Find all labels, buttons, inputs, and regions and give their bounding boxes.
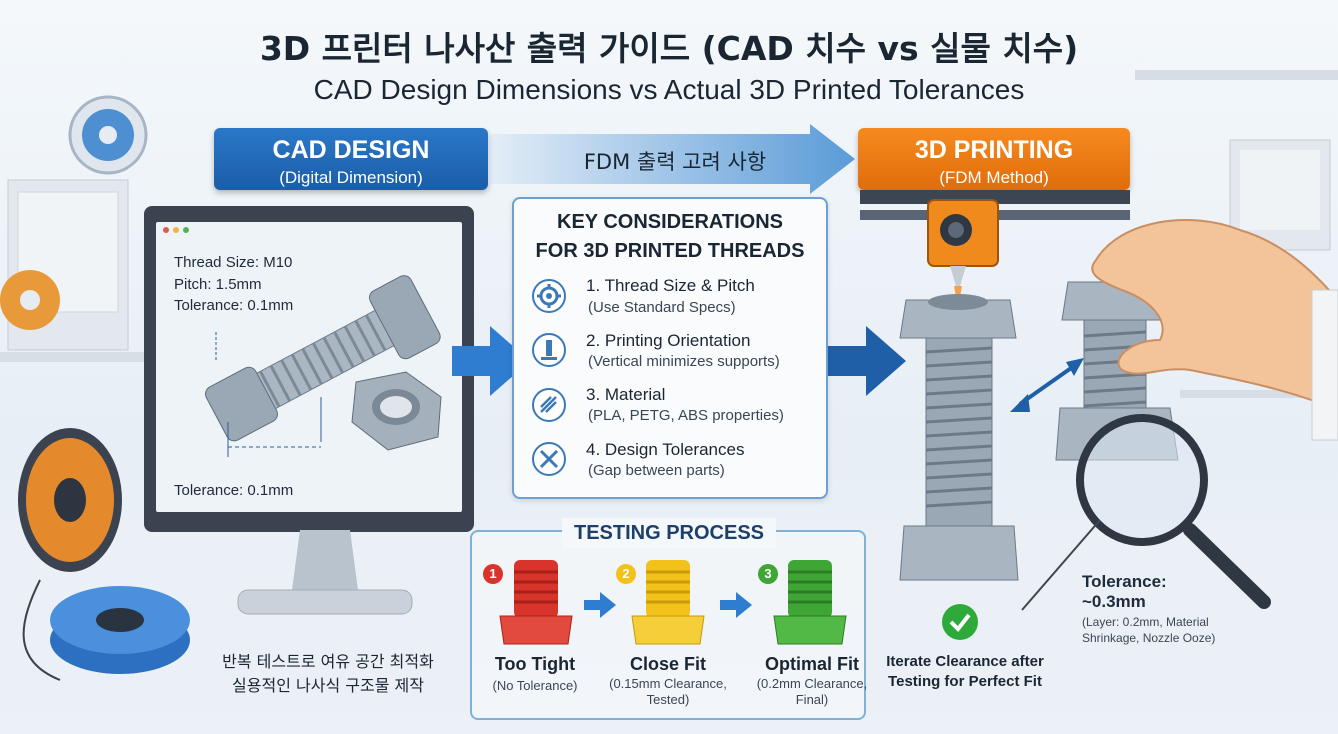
step-3-sub-line1: (0.2mm Clearance, xyxy=(756,676,868,691)
testing-process-title: TESTING PROCESS xyxy=(562,518,776,548)
pitch-label: Pitch: 1.5mm xyxy=(174,276,262,293)
iterate-clearance-note: Iterate Clearance after Testing for Perf… xyxy=(880,652,1050,692)
step-1-sub: (No Tolerance) xyxy=(492,678,578,693)
tolerance-result-note1: (Layer: 0.2mm, Material xyxy=(1082,615,1209,629)
korean-summary: 반복 테스트로 여유 공간 최적화 실용적인 나사식 구조물 제작 xyxy=(198,650,458,698)
key-considerations-title-line2: FOR 3D PRINTED THREADS xyxy=(535,240,805,262)
consideration-2-title: 2. Printing Orientation xyxy=(586,331,751,350)
green-bolt-optimal-fit xyxy=(773,560,847,645)
consideration-1-sub: (Use Standard Specs) xyxy=(588,299,736,316)
consideration-4-sub: (Gap between parts) xyxy=(588,462,725,479)
orientation-icon xyxy=(532,333,566,367)
arrow-step-2-3 xyxy=(720,592,752,618)
cad-design-subtitle: (Digital Dimension) xyxy=(279,168,423,187)
printer-scene xyxy=(860,190,1338,611)
korean-summary-line2: 실용적인 나사식 구조물 제작 xyxy=(232,676,424,695)
step-3-sub-line2: Final) xyxy=(795,692,829,707)
title-english: CAD Design Dimensions vs Actual 3D Print… xyxy=(313,74,1025,105)
title-korean: 3D 프린터 나사산 출력 가이드 (CAD 치수 vs 실물 치수) xyxy=(259,29,1079,68)
step-3-number: 3 xyxy=(758,564,778,584)
tolerance-result: Tolerance: ~0.3mm (Layer: 0.2mm, Materia… xyxy=(1082,572,1215,646)
consideration-3-title: 3. Material xyxy=(586,385,666,404)
key-considerations-title: KEY CONSIDERATIONS FOR 3D PRINTED THREAD… xyxy=(512,208,828,266)
cad-design-title: CAD DESIGN xyxy=(272,136,430,164)
consideration-1-title: 1. Thread Size & Pitch xyxy=(586,276,755,295)
step-2-number: 2 xyxy=(616,564,636,584)
check-icon xyxy=(942,604,978,640)
consideration-4-title: 4. Design Tolerances xyxy=(586,440,745,459)
filament-icon xyxy=(532,388,566,422)
tolerance-bottom-label: Tolerance: 0.1mm xyxy=(174,482,294,499)
arrow-right-1 xyxy=(452,326,530,396)
step-3-label: Optimal Fit xyxy=(765,654,859,674)
tolerance-result-note2: Shrinkage, Nozzle Ooze) xyxy=(1082,631,1216,645)
step-1-number: 1 xyxy=(483,564,503,584)
3d-printing-title: 3D PRINTING xyxy=(914,136,1074,164)
step-1-label: Too Tight xyxy=(494,654,576,674)
step-2-label: Close Fit xyxy=(629,654,706,674)
arrow-step-1-2 xyxy=(584,592,616,618)
consideration-3-sub: (PLA, PETG, ABS properties) xyxy=(588,407,784,424)
iterate-line2: Testing for Perfect Fit xyxy=(888,673,1042,690)
tolerance-result-title2: ~0.3mm xyxy=(1082,592,1146,611)
gear-icon xyxy=(532,279,566,313)
fdm-considerations-label: FDM 출력 고려 사항 xyxy=(583,150,767,174)
korean-summary-line1: 반복 테스트로 여유 공간 최적화 xyxy=(222,652,434,671)
yellow-bolt-close-fit xyxy=(631,560,705,645)
thread-size-label: Thread Size: M10 xyxy=(174,254,293,271)
tolerance-top-label: Tolerance: 0.1mm xyxy=(174,297,294,314)
process-arrow-banner xyxy=(490,124,855,194)
3d-printing-subtitle: (FDM Method) xyxy=(939,168,1049,187)
consideration-2-sub: (Vertical minimizes supports) xyxy=(588,353,780,370)
step-2-sub-line2: Tested) xyxy=(646,692,690,707)
tolerance-result-title1: Tolerance: xyxy=(1082,572,1167,591)
arrow-right-2 xyxy=(828,326,906,396)
red-bolt-too-tight xyxy=(499,560,573,645)
cad-bolt-drawing xyxy=(163,227,442,457)
3d-printing-banner: 3D PRINTING (FDM Method) xyxy=(858,128,1130,190)
key-considerations-title-line1: KEY CONSIDERATIONS xyxy=(557,211,783,233)
tools-icon xyxy=(532,442,566,476)
step-2-sub-line1: (0.15mm Clearance, xyxy=(609,676,727,691)
iterate-line1: Iterate Clearance after xyxy=(886,653,1044,670)
cad-design-banner: CAD DESIGN (Digital Dimension) xyxy=(214,128,488,190)
monitor-stand xyxy=(237,530,413,615)
